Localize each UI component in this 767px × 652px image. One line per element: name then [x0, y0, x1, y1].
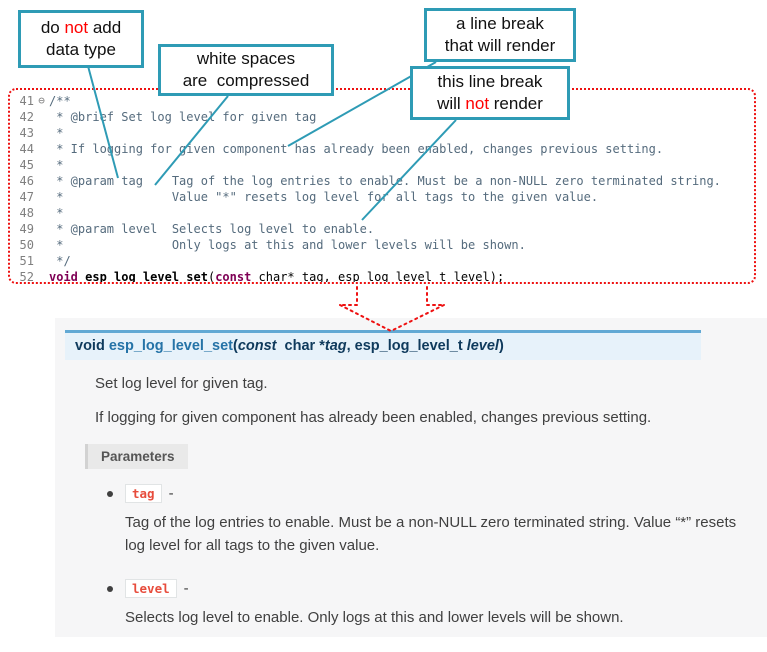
function-name: esp_log_level_set [85, 270, 208, 284]
code-line[interactable]: 43 * [10, 125, 754, 141]
sig-arg-tag: tag [324, 338, 347, 354]
code-line[interactable]: 41 ⊖ /** [10, 93, 754, 109]
fold-gutter [34, 253, 49, 269]
fold-gutter [34, 221, 49, 237]
line-number: 49 [19, 222, 34, 236]
line-number: 41 [19, 94, 34, 108]
fold-gutter [34, 237, 49, 253]
description-text: If logging for given component has alrea… [95, 409, 652, 426]
function-signature-bar: void esp_log_level_set(const char *tag, … [65, 330, 701, 360]
param-name-literal: level [125, 579, 177, 598]
code-line[interactable]: 44 * If logging for given component has … [10, 141, 754, 157]
keyword-void: void [49, 270, 86, 284]
param-description: Tag of the log entries to enable. Must b… [125, 514, 737, 554]
code-text: * [49, 158, 64, 172]
line-number: 42 [19, 110, 34, 124]
fold-gutter [34, 109, 49, 125]
code-text: void esp_log_level_set(const char* tag, … [49, 270, 505, 284]
parameters-heading: Parameters [85, 444, 188, 469]
line-number: 52 [19, 270, 34, 284]
line-number: 44 [19, 142, 34, 156]
callout-whitespace: white spaces are compressed [158, 44, 334, 96]
dash-separator: - [183, 580, 189, 597]
code-line[interactable]: 47 * Value "*" resets log level for all … [10, 189, 754, 205]
code-line[interactable]: 51 */ [10, 253, 754, 269]
sig-return-type: void [75, 338, 109, 354]
callout-break-norender: this line break will not render [410, 66, 570, 120]
list-item-level: level - Selects log level to enable. Onl… [107, 579, 752, 630]
bullet-icon [107, 585, 113, 592]
keyword-const: const [215, 270, 252, 284]
line-number: 47 [19, 190, 34, 204]
param-name-literal: tag [125, 484, 162, 503]
dash-separator: - [168, 485, 174, 502]
code-line[interactable]: 42 * @brief Set log level for given tag [10, 109, 754, 125]
line-number: 48 [19, 206, 34, 220]
line-number: 45 [19, 158, 34, 172]
callout-text: that will render [444, 36, 556, 55]
parameter-list: tag - Tag of the log entries to enable. … [107, 484, 752, 652]
code-text: * [49, 126, 64, 140]
fold-gutter [34, 125, 49, 141]
callout-no-datatype: do not add data type [18, 10, 144, 68]
line-number: 43 [19, 126, 34, 140]
fold-collapse-icon[interactable]: ⊖ [38, 94, 45, 107]
code-line[interactable]: 50 * Only logs at this and lower levels … [10, 237, 754, 253]
code-line[interactable]: 48 * [10, 205, 754, 221]
list-item-tag: tag - Tag of the log entries to enable. … [107, 484, 752, 557]
fold-gutter [34, 157, 49, 173]
rendered-docs-panel: void esp_log_level_set(const char *tag, … [55, 318, 767, 637]
callout-text: will not render [437, 94, 543, 113]
code-text: * [49, 206, 64, 220]
bullet-icon [107, 490, 113, 497]
code-editor[interactable]: 41 ⊖ /** 42 * @brief Set log level for giv… [8, 88, 756, 284]
line-number: 50 [19, 238, 34, 252]
fold-gutter [34, 189, 49, 205]
callout-text: are compressed [182, 71, 310, 90]
sig-function-name: esp_log_level_set [108, 338, 233, 354]
code-line-function-declaration[interactable]: 52 void esp_log_level_set(const char* tag… [10, 269, 754, 284]
code-text: /** [49, 94, 71, 108]
code-line[interactable]: 46 * @param tag Tag of the log entries t… [10, 173, 754, 189]
sig-const-keyword: const [237, 338, 277, 354]
code-line[interactable]: 49 * @param level Selects log level to e… [10, 221, 754, 237]
param-name-line: tag - [107, 484, 752, 503]
callout-text: do not add [40, 17, 122, 37]
code-text: * @param level Selects log level to enab… [49, 222, 375, 236]
code-text: * @param tag Tag of the log entries to e… [49, 174, 721, 188]
brief-text: Set log level for given tag. [95, 375, 268, 392]
line-number: 46 [19, 174, 34, 188]
callout-text: data type [46, 40, 116, 59]
param-name-line: level - [107, 579, 752, 598]
sig-arg-level: level [466, 338, 499, 354]
fold-gutter [34, 269, 49, 282]
callout-text: white spaces [196, 48, 296, 68]
fold-gutter [34, 173, 49, 189]
sig-arg-type: esp_log_level_t [354, 338, 467, 354]
code-text: * If logging for given component has alr… [49, 142, 664, 156]
param-description: Selects log level to enable. Only logs a… [125, 609, 624, 626]
code-text: * Value "*" resets log level for all tag… [49, 190, 599, 204]
fold-gutter [34, 205, 49, 221]
code-text: * @brief Set log level for given tag [49, 110, 317, 124]
callout-break-render: a line break that will render [424, 8, 576, 62]
code-text: */ [49, 254, 71, 268]
code-line[interactable]: 45 * [10, 157, 754, 173]
code-text: * Only logs at this and lower levels wil… [49, 238, 526, 252]
fold-gutter [34, 141, 49, 157]
callout-text: a line break [456, 13, 544, 33]
line-number: 51 [19, 254, 34, 268]
callout-text: this line break [437, 71, 543, 91]
